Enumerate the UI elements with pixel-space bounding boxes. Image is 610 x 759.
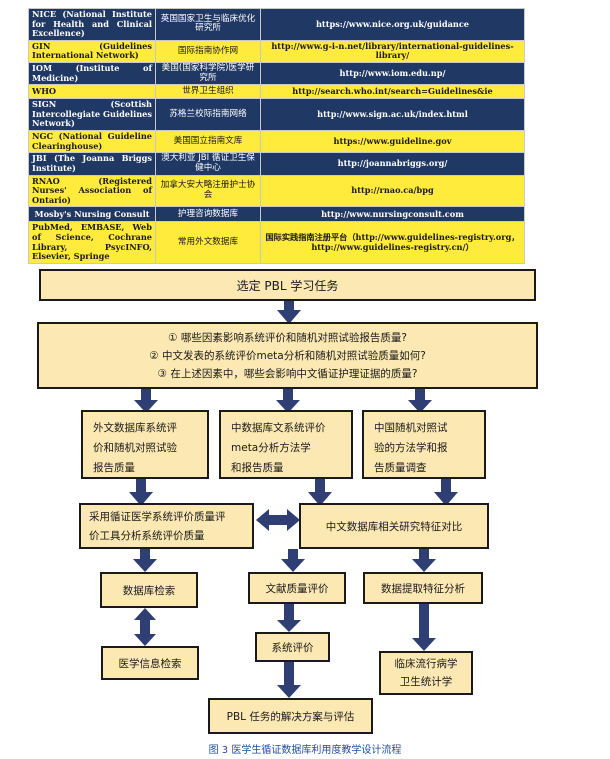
table-row: PubMed, EMBASE, Web of Science, Cochrane…	[28, 221, 525, 264]
box-text: 中国随机对照试	[374, 422, 448, 434]
box-text: 数据提取特征分析	[381, 582, 465, 595]
arrow-down	[412, 604, 436, 651]
box-text: 卫生统计学	[399, 676, 453, 688]
box-text: meta分析方法学	[231, 442, 311, 454]
double-arrow-horizontal	[256, 509, 300, 531]
table-row: SIGN (Scottish Intercollegiate Guideline…	[28, 98, 525, 132]
org-name: RNAO (Registered Nurses' Association of …	[28, 174, 156, 208]
org-chinese-name: 常用外文数据库	[155, 221, 261, 264]
arrow-down	[434, 478, 458, 506]
org-name: JBI (The Joanna Briggs Institute)	[28, 152, 156, 176]
table-row: IOM (Institute of Medicine) 美国(国家科学院)医学研…	[28, 61, 525, 86]
org-chinese-name: 美国(国家科学院)医学研究所	[155, 61, 261, 86]
org-name: NICE (National Institute for Health and …	[28, 8, 156, 41]
research-questions-box: ① 哪些因素影响系统评价和随机对照试验报告质量? ② 中文发表的系统评价meta…	[37, 322, 538, 389]
database-search-box: 数据库检索	[100, 572, 198, 608]
org-chinese-name: 澳大利亚 JBI 循证卫生保健中心	[155, 152, 261, 176]
arrow-down	[408, 388, 432, 413]
box-text: 中文数据库相关研究特征对比	[325, 520, 463, 533]
table-row: JBI (The Joanna Briggs Institute) 澳大利亚 J…	[28, 152, 525, 176]
question-item: ② 中文发表的系统评价meta分析和随机对照试验质量如何?	[149, 349, 426, 362]
org-url[interactable]: http://rnao.ca/bpg	[260, 174, 525, 208]
pbl-task-title: 选定 PBL 学习任务	[236, 278, 339, 293]
arrow-down	[276, 388, 300, 413]
chinese-database-comparison-box: 中文数据库相关研究特征对比	[299, 503, 489, 549]
arrow-down	[308, 478, 332, 506]
box-text: 告质量调查	[374, 462, 427, 474]
box-text: 数据库检索	[122, 584, 176, 597]
org-name: NGC (National Guideline Clearinghouse)	[28, 130, 156, 154]
double-arrow-vertical	[134, 608, 156, 646]
box-text: 文献质量评价	[265, 582, 329, 595]
figure-caption: 图 3 医学生循证数据库利用度教学设计流程	[208, 745, 402, 756]
pbl-task-title-box: 选定 PBL 学习任务	[39, 269, 536, 301]
arrow-down	[129, 478, 153, 506]
org-url[interactable]: 国际实践指南注册平台（http://www.guidelines-registr…	[260, 221, 525, 264]
table-row: NGC (National Guideline Clearinghouse) 美…	[28, 130, 525, 154]
box-text: PBL 任务的解决方案与评估	[226, 710, 355, 723]
box-text: 报告质量	[93, 462, 135, 474]
org-name: WHO	[28, 84, 156, 100]
org-name: PubMed, EMBASE, Web of Science, Cochrane…	[28, 221, 156, 264]
pbl-solution-box: PBL 任务的解决方案与评估	[208, 698, 373, 734]
system-review-box: 系统评价	[255, 632, 330, 662]
org-url[interactable]: http://www.iom.edu.np/	[260, 61, 525, 86]
org-chinese-name: 加拿大安大略注册护士协会	[155, 174, 261, 208]
arrow-down	[133, 549, 157, 572]
box-text: 中数据库文系统评价	[231, 422, 326, 434]
org-name: GIN (Guidelines International Network)	[28, 39, 156, 63]
org-url[interactable]: http://www.sign.ac.uk/index.html	[260, 98, 525, 132]
box-text: 医学信息检索	[118, 657, 182, 670]
medical-info-search-box: 医学信息检索	[101, 646, 199, 680]
table-row: GIN (Guidelines International Network) 国…	[28, 39, 525, 63]
box-text: 系统评价	[271, 641, 314, 654]
org-name: IOM (Institute of Medicine)	[28, 61, 156, 86]
clinical-epidemiology-box: 临床流行病学 卫生统计学	[379, 651, 473, 695]
box-text: 和报告质量	[231, 462, 284, 474]
org-url[interactable]: http://joannabriggs.org/	[260, 152, 525, 176]
arrow-down	[277, 300, 301, 324]
arrow-down	[277, 604, 301, 632]
china-rct-quality-box: 中国随机对照试 验的方法学和报 告质量调查	[362, 410, 486, 479]
question-item: ③ 在上述因素中，哪些会影响中文循证护理证据的质量?	[157, 367, 418, 380]
arrow-down	[134, 388, 158, 413]
box-text: 采用循证医学系统评价质量评	[89, 511, 226, 523]
arrow-down	[281, 549, 305, 572]
question-item: ① 哪些因素影响系统评价和随机对照试验报告质量?	[168, 331, 407, 344]
org-chinese-name: 世界卫生组织	[155, 84, 261, 100]
arrow-down	[277, 662, 301, 698]
org-name: SIGN (Scottish Intercollegiate Guideline…	[28, 98, 156, 132]
org-chinese-name: 苏格兰校际指南网络	[155, 98, 261, 132]
table-row: WHO 世界卫生组织 http://search.who.int/search=…	[28, 84, 525, 100]
table-row: NICE (National Institute for Health and …	[28, 8, 525, 41]
org-url[interactable]: https://www.guideline.gov	[260, 130, 525, 154]
chinese-database-meta-box: 中数据库文系统评价 meta分析方法学 和报告质量	[219, 410, 353, 479]
data-extraction-box: 数据提取特征分析	[363, 572, 483, 604]
arrow-down	[412, 549, 436, 572]
org-chinese-name: 国际指南协作网	[155, 39, 261, 63]
org-url[interactable]: http://search.who.int/search=Guidelines&…	[260, 84, 525, 100]
box-text: 外文数据库系统评	[93, 422, 177, 434]
org-chinese-name: 美国国立指南文库	[155, 130, 261, 154]
box-text: 临床流行病学	[394, 658, 458, 670]
box-text: 验的方法学和报	[374, 442, 448, 454]
org-url[interactable]: http://www.g-i-n.net/library/internation…	[260, 39, 525, 63]
table-row: RNAO (Registered Nurses' Association of …	[28, 174, 525, 208]
literature-quality-box: 文献质量评价	[248, 572, 346, 604]
org-url[interactable]: https://www.nice.org.uk/guidance	[260, 8, 525, 41]
org-chinese-name: 英国国家卫生与临床优化研究所	[155, 8, 261, 41]
foreign-database-quality-box: 外文数据库系统评 价和随机对照试验 报告质量	[81, 410, 209, 479]
box-text: 价和随机对照试验	[93, 442, 177, 454]
guideline-database-table: NICE (National Institute for Health and …	[28, 8, 525, 264]
ebm-quality-tool-box: 采用循证医学系统评价质量评 价工具分析系统评价质量	[79, 503, 254, 549]
box-text: 价工具分析系统评价质量	[89, 530, 205, 542]
